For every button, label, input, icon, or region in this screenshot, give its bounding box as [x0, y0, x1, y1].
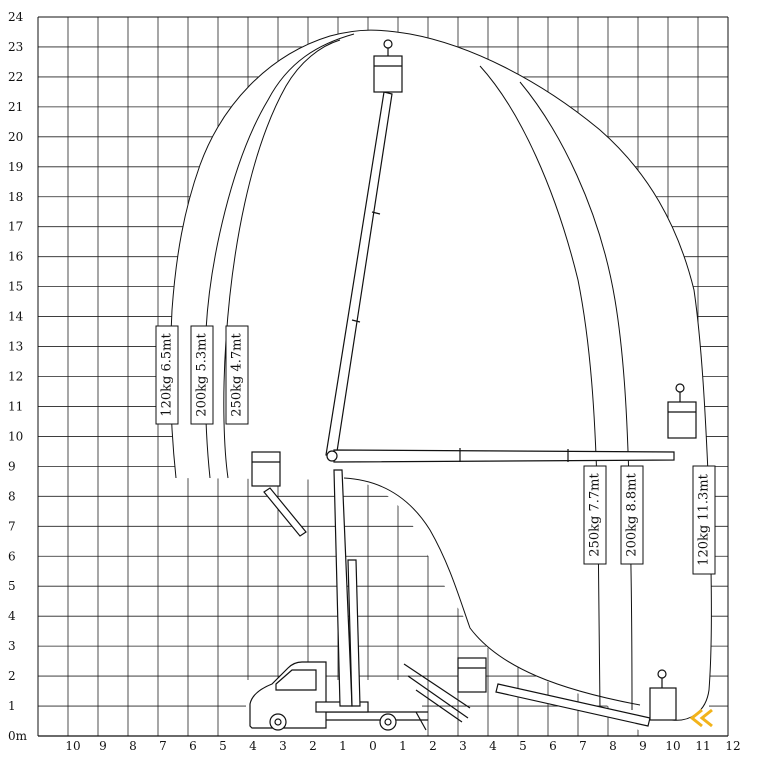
distance-tick-label: 8 [129, 739, 137, 753]
height-tick-label: 7 [8, 519, 16, 533]
distance-tick-label: 12 [725, 739, 740, 753]
boom-joint-2 [371, 211, 381, 215]
distance-tick-label: 7 [579, 739, 587, 753]
height-tick-label: 0m [8, 729, 28, 743]
height-tick-label: 9 [8, 459, 16, 473]
distance-tick-label: 7 [159, 739, 167, 753]
distance-tick-label: 2 [309, 739, 317, 753]
envelope-250kg [223, 39, 601, 711]
capacity-box-right: 250kg 7.7mt [583, 465, 607, 565]
height-tick-label: 16 [8, 250, 23, 264]
capacity-label-text: 200kg 8.8mt [625, 473, 640, 557]
basket-stowed [457, 657, 487, 693]
height-tick-label: 2 [8, 669, 16, 683]
capacity-box-right: 120kg 11.3mt [692, 465, 716, 575]
height-tick-label: 17 [8, 220, 23, 234]
boom-pivot [326, 450, 338, 462]
height-axis-labels: 0m12345678910111213141516171819202122232… [8, 10, 28, 743]
height-tick-label: 11 [8, 399, 23, 413]
distance-tick-label: 6 [549, 739, 557, 753]
height-tick-label: 1 [8, 699, 16, 713]
capacity-labels: 120kg 6.5mt 200kg 5.3mt 250kg 4.7mt 250kg 7… [155, 325, 716, 575]
height-tick-label: 19 [8, 160, 23, 174]
capacity-label-text: 250kg 7.7mt [588, 473, 603, 557]
distance-tick-label: 9 [99, 739, 107, 753]
distance-tick-label: 0 [369, 739, 377, 753]
distance-tick-label: 9 [639, 739, 647, 753]
double-chevron-left-icon [689, 708, 713, 728]
distance-tick-label: 5 [219, 739, 227, 753]
basket-left [251, 451, 281, 487]
basket-top [373, 39, 403, 93]
lower-boom [333, 469, 353, 707]
baskets [251, 39, 697, 721]
capacity-label-text: 200kg 5.3mt [195, 333, 210, 417]
capacity-label-text: 120kg 11.3mt [697, 473, 712, 565]
boom-positions [263, 91, 675, 727]
distance-tick-label: 3 [279, 739, 287, 753]
distance-tick-label: 2 [429, 739, 437, 753]
basket-right [667, 383, 697, 439]
height-tick-label: 22 [8, 70, 23, 84]
capacity-box-left: 250kg 4.7mt [225, 325, 249, 425]
capacity-label-text: 120kg 6.5mt [160, 333, 175, 417]
height-tick-label: 8 [8, 489, 16, 503]
height-tick-label: 3 [8, 639, 16, 653]
capacity-label-text: 250kg 4.7mt [230, 333, 245, 417]
distance-tick-label: 4 [249, 739, 257, 753]
height-tick-label: 12 [8, 370, 23, 384]
height-tick-label: 5 [8, 579, 16, 593]
distance-tick-label: 3 [459, 739, 467, 753]
height-tick-label: 23 [8, 40, 23, 54]
distance-tick-label: 1 [399, 739, 407, 753]
distance-tick-label: 8 [609, 739, 617, 753]
height-tick-label: 6 [8, 549, 16, 563]
upper-boom-horizontal [333, 449, 675, 463]
folded-boom [263, 487, 307, 537]
distance-tick-label: 4 [489, 739, 497, 753]
outrigger-leg [415, 711, 427, 731]
front-wheel-hub [274, 718, 282, 726]
distance-tick-label: 11 [695, 739, 710, 753]
capacity-box-left: 120kg 6.5mt [155, 325, 179, 425]
boom-joint-1 [351, 319, 361, 323]
rear-wheel-hub [384, 718, 392, 726]
vehicle [249, 661, 428, 731]
distance-tick-label: 1 [339, 739, 347, 753]
van-windshield [275, 669, 317, 691]
van-cab [249, 661, 327, 729]
height-tick-label: 4 [8, 609, 16, 623]
basket-low-right [649, 669, 677, 721]
capacity-box-right: 200kg 8.8mt [620, 465, 644, 565]
height-tick-label: 24 [8, 10, 24, 24]
distance-tick-label: 10 [665, 739, 680, 753]
height-tick-label: 21 [8, 100, 23, 114]
height-tick-label: 10 [8, 429, 23, 443]
distance-tick-label: 6 [189, 739, 197, 753]
height-tick-label: 20 [8, 130, 23, 144]
capacity-box-left: 200kg 5.3mt [190, 325, 214, 425]
distance-tick-label: 10 [65, 739, 80, 753]
height-tick-label: 13 [8, 340, 23, 354]
distance-tick-label: 5 [519, 739, 527, 753]
envelope-lower-sweep [343, 477, 641, 706]
height-tick-label: 15 [8, 280, 23, 294]
stowed-boom-hatch [403, 663, 471, 723]
height-tick-label: 18 [8, 190, 23, 204]
lower-boom-section [347, 559, 361, 707]
height-tick-label: 14 [8, 310, 24, 324]
lowered-boom [495, 683, 651, 727]
